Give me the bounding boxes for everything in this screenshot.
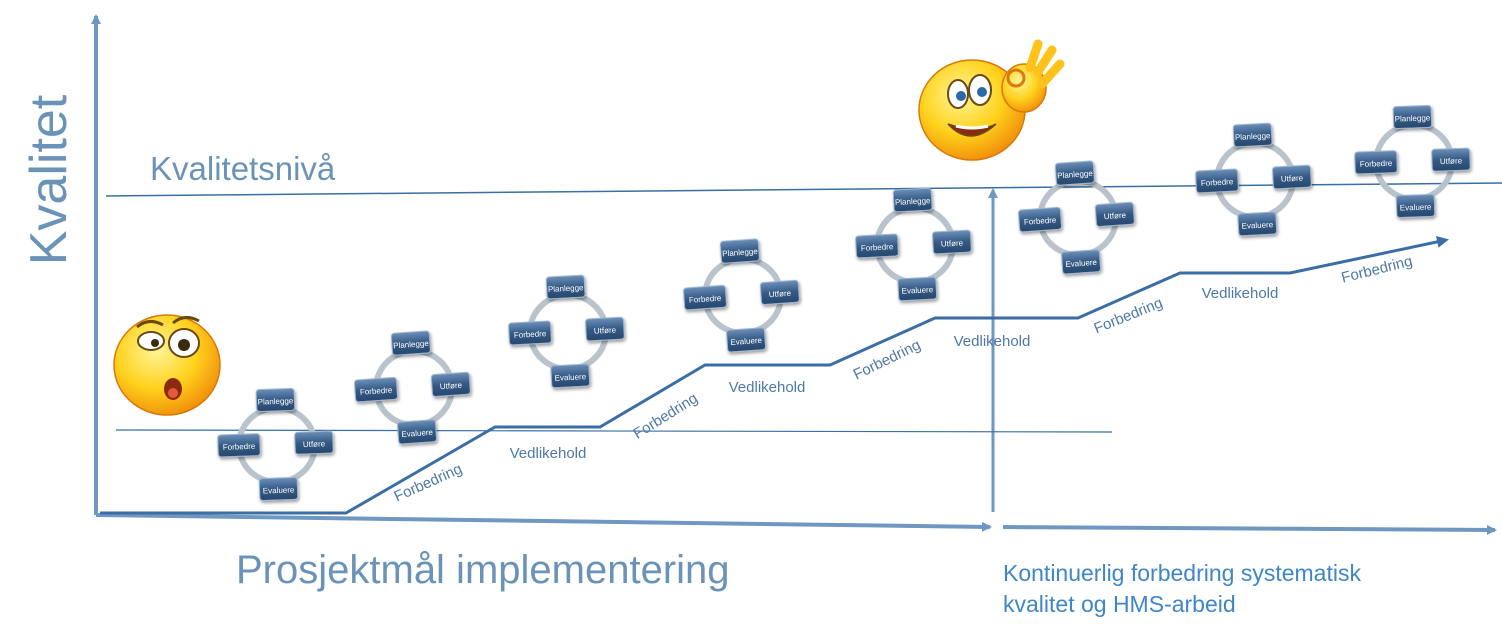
- cycle-label-top: Planlegge: [1057, 169, 1094, 180]
- cycle-label-right: Utføre: [1440, 156, 1463, 166]
- x-axis-label: Prosjektmål implementering: [236, 548, 730, 592]
- step-label-vedlikehold: Vedlikehold: [510, 445, 587, 462]
- cycle-label-bottom: Evaluere: [1241, 220, 1274, 231]
- quality-level-label: Kvalitetsnivå: [150, 150, 336, 187]
- cycle-label-right: Utføre: [1104, 211, 1127, 222]
- cycle-label-bottom: Evaluere: [554, 372, 587, 383]
- cycle-label-bottom: Evaluere: [401, 428, 434, 439]
- x-axis-label-2: Kontinuerlig forbedring systematisk kval…: [1003, 558, 1361, 620]
- cycle-label-bottom: Evaluere: [1065, 258, 1098, 269]
- x-axis-continuation: [1002, 524, 1497, 535]
- cycle-label-left: Forbedre: [223, 442, 256, 452]
- cycle-label-bottom: Evaluere: [901, 285, 934, 296]
- cycle-label-left: Forbedre: [861, 242, 894, 253]
- cycle-label-left: Forbedre: [514, 329, 547, 340]
- cycle-label-bottom: Evaluere: [1400, 202, 1432, 212]
- cycle-label-top: Planlegge: [548, 283, 585, 294]
- x-axis-label-2-line2: kvalitet og HMS-arbeid: [1003, 591, 1236, 617]
- step-label-vedlikehold: Vedlikehold: [729, 379, 806, 396]
- cycle-label-right: Utføre: [440, 381, 463, 392]
- cycle-label-bottom: Evaluere: [263, 485, 295, 495]
- ok-hand-smiley-icon: [918, 39, 1065, 161]
- cycle-label-right: Utføre: [941, 238, 964, 248]
- cycle-label-left: Forbedre: [1201, 177, 1234, 188]
- confused-smiley-icon: [113, 314, 221, 416]
- baseline-line: [115, 429, 1113, 433]
- cycle-label-right: Utføre: [594, 325, 617, 335]
- cycle-label-top: Planlegge: [1235, 131, 1272, 142]
- cycle-label-right: Utføre: [1281, 173, 1304, 183]
- cycle-label-top: Planlegge: [895, 196, 932, 207]
- x-axis: [95, 513, 992, 532]
- y-axis-label-box: Kvalitet: [20, 62, 78, 292]
- cycle-label-left: Forbedre: [1024, 215, 1058, 226]
- step-label-forbedring: Forbedring: [1340, 253, 1415, 287]
- cycle-label-top: Planlegge: [722, 247, 759, 258]
- cycle-label-left: Forbedre: [360, 385, 394, 396]
- y-axis-label: Kvalitet: [20, 94, 78, 266]
- step-label-vedlikehold: Vedlikehold: [954, 333, 1031, 350]
- cycle-label-top: Planlegge: [258, 396, 294, 406]
- cycle-label-top: Planlegge: [393, 339, 430, 350]
- x-axis-label-2-line1: Kontinuerlig forbedring systematisk: [1003, 560, 1361, 586]
- cycle-label-top: Planlegge: [1395, 113, 1431, 123]
- quality-level-line: [105, 182, 1502, 197]
- cycle-label-left: Forbedre: [1360, 159, 1393, 169]
- step-label-forbedring: Forbedring: [630, 390, 701, 443]
- step-label-vedlikehold: Vedlikehold: [1202, 285, 1279, 302]
- step-label-forbedring: Forbedring: [1091, 294, 1165, 337]
- cycle-label-right: Utføre: [303, 439, 326, 449]
- cycle-label-bottom: Evaluere: [730, 336, 763, 347]
- improvement-staircase: [100, 235, 1449, 515]
- cycle-label-left: Forbedre: [689, 293, 723, 304]
- step-label-forbedring: Forbedring: [851, 336, 924, 383]
- cycle-label-right: Utføre: [769, 289, 792, 300]
